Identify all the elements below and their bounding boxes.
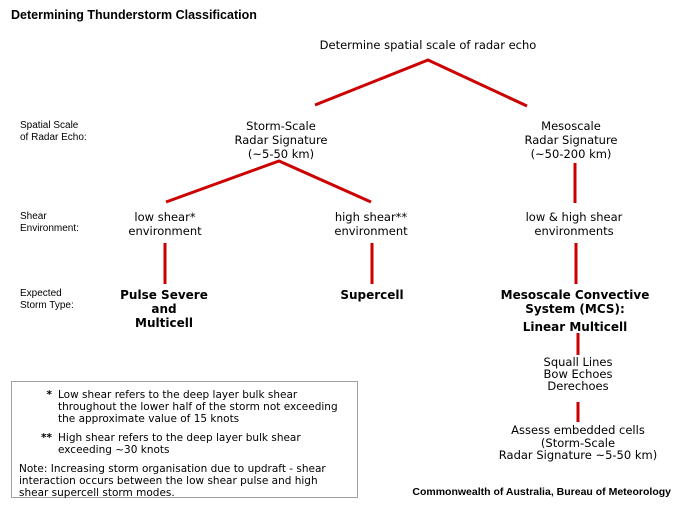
node-mcs-subtypes: Squall Lines Bow Echoes Derechoes xyxy=(543,355,613,393)
footnote-high-shear-marker: ** xyxy=(41,432,52,444)
footnote-note: Note: Increasing storm organisation due … xyxy=(19,463,326,499)
root-node: Determine spatial scale of radar echo xyxy=(319,38,537,52)
node-assess-embedded-cells: Assess embedded cells (Storm-Scale Radar… xyxy=(498,423,658,462)
node-low-high-shear: low & high shear environments xyxy=(525,210,623,238)
node-pulse-severe-multicell: Pulse Severe and Multicell xyxy=(120,288,208,330)
page-title: Determining Thunderstorm Classification xyxy=(11,8,257,22)
footnote-high-shear: ** High shear refers to the deep layer b… xyxy=(12,432,357,456)
footnote-low-shear-marker: * xyxy=(46,389,53,401)
attribution: Commonwealth of Australia, Bureau of Met… xyxy=(412,486,671,498)
node-mesoscale: Mesoscale Radar Signature (~50-200 km) xyxy=(524,119,618,161)
footnote-box: * Low shear refers to the deep layer bul… xyxy=(11,381,358,499)
row-label-expected-storm-type: Expected Storm Type: xyxy=(20,288,74,311)
footnote-low-shear: * Low shear refers to the deep layer bul… xyxy=(12,389,357,425)
node-mcs: Mesoscale Convective System (MCS): Linea… xyxy=(500,288,650,334)
node-high-shear: high shear** environment xyxy=(334,210,408,238)
node-low-shear: low shear* environment xyxy=(128,210,202,238)
row-label-spatial-scale: Spatial Scale of Radar Echo: xyxy=(20,120,87,143)
node-storm-scale: Storm-Scale Radar Signature (~5-50 km) xyxy=(234,119,328,161)
connector-storm-scale-split xyxy=(165,159,372,204)
row-label-shear-environment: Shear Environment: xyxy=(20,211,79,234)
node-supercell: Supercell xyxy=(340,288,404,302)
connector-root-split xyxy=(314,58,528,108)
